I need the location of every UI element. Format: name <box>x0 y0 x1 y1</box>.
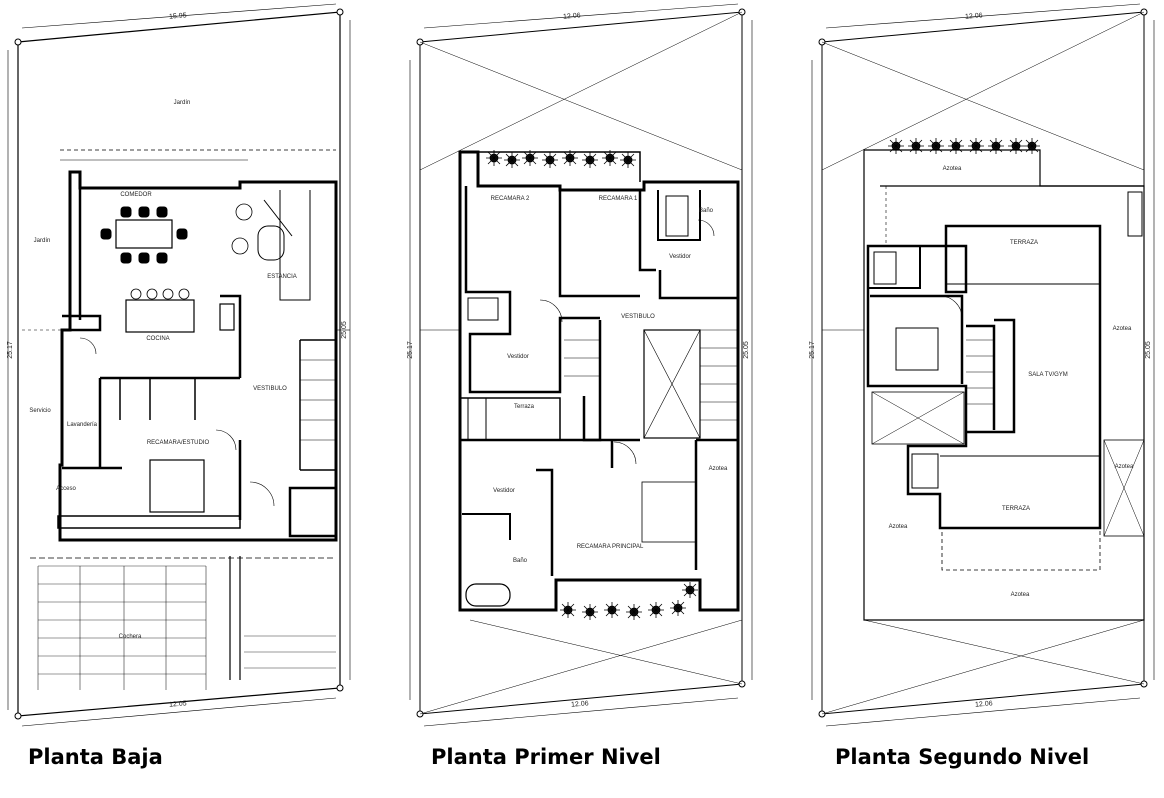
caption-planta-baja: Planta Baja <box>28 745 163 769</box>
labels-layer: JardínCOMEDORJardínESTANCIACOCINAVESTIBU… <box>7 12 1152 709</box>
room-label: TERRAZA <box>1010 240 1038 246</box>
lot-outline <box>821 11 1145 715</box>
dimension-top: 15.95 <box>169 12 187 21</box>
floor-plans-drawing: JardínCOMEDORJardínESTANCIACOCINAVESTIBU… <box>7 3 1155 727</box>
planter-top <box>887 137 1041 155</box>
room-label: RECAMARA PRINCIPAL <box>577 544 644 550</box>
dimension-top: 12.06 <box>965 12 983 21</box>
room-label: Azotea <box>889 524 908 530</box>
planter-bottom <box>559 581 699 621</box>
room-label: Baño <box>699 208 714 214</box>
room-label: Servicio <box>29 408 51 414</box>
room-label: RECAMARA/ESTUDIO <box>147 440 210 446</box>
room-label: Jardín <box>34 238 51 244</box>
room-label: Jardín <box>174 100 191 106</box>
room-label: Acceso <box>56 486 76 492</box>
plan-planta-primer-nivel <box>409 3 753 727</box>
plan-planta-baja <box>7 3 351 727</box>
room-label: RECAMARA 1 <box>599 196 638 202</box>
dimension-right: 25.05 <box>341 321 348 339</box>
room-label: ESTANCIA <box>267 274 297 280</box>
dimension-bottom: 12.06 <box>975 700 993 709</box>
room-label: Azotea <box>709 466 728 472</box>
dimension-top: 12.06 <box>563 12 581 21</box>
room-label: Lavandería <box>67 422 98 428</box>
dimension-right: 25.05 <box>743 341 750 359</box>
room-label: VESTIBULO <box>253 386 287 392</box>
room-label: COMEDOR <box>120 192 152 198</box>
room-label: Azotea <box>943 166 962 172</box>
dimension-left: 25.17 <box>7 341 14 359</box>
room-label: Azotea <box>1113 326 1132 332</box>
caption-planta-segundo-nivel: Planta Segundo Nivel <box>835 745 1090 769</box>
room-label: TERRAZA <box>1002 506 1030 512</box>
room-label: Vestidor <box>507 354 529 360</box>
dimension-bottom: 12.06 <box>571 700 589 709</box>
room-label: Azotea <box>1115 464 1134 470</box>
dimension-left: 25.17 <box>407 341 414 359</box>
room-label: SALA TV/GYM <box>1028 372 1068 378</box>
room-label: Cochera <box>119 634 142 640</box>
room-label: VESTIBULO <box>621 314 655 320</box>
room-label: COCINA <box>146 336 169 342</box>
room-label: Vestidor <box>669 254 691 260</box>
room-label: RECAMARA 2 <box>491 196 530 202</box>
room-label: Vestidor <box>493 488 515 494</box>
dimension-bottom: 12.05 <box>169 700 187 709</box>
room-label: Baño <box>513 558 528 564</box>
dimension-left: 25.17 <box>809 341 816 359</box>
room-label: Terraza <box>514 404 535 410</box>
plan-planta-segundo-nivel <box>811 3 1155 727</box>
room-label: Azotea <box>1011 592 1030 598</box>
lot-outline <box>17 11 341 717</box>
caption-planta-primer-nivel: Planta Primer Nivel <box>431 745 661 769</box>
dimension-right: 25.05 <box>1145 341 1152 359</box>
